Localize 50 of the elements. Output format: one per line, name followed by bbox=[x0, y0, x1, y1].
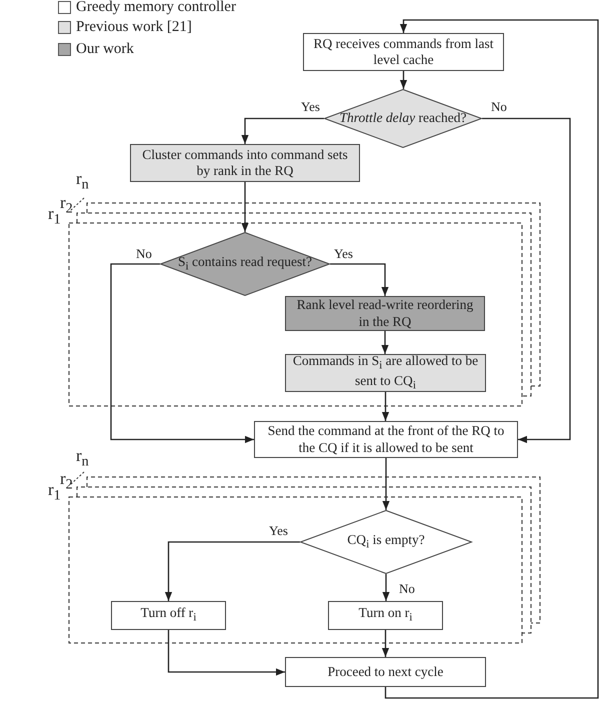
node-text: Proceed to next cycle bbox=[328, 664, 444, 680]
legend-text: Greedy memory controller bbox=[76, 0, 236, 15]
arrow bbox=[382, 574, 390, 601]
arrow bbox=[330, 263, 389, 296]
arrow bbox=[110, 263, 254, 444]
process-box bbox=[303, 33, 504, 71]
rank-label: r$_{1}$ bbox=[48, 205, 61, 227]
node-text: CQ$_{i}$ is empty? bbox=[347, 532, 425, 552]
node-text: S$_{i}$ contains read request? bbox=[178, 254, 312, 274]
rank-label: r$_{n}$ bbox=[76, 447, 89, 469]
edge-label: Yes bbox=[300, 100, 321, 114]
arrow bbox=[382, 458, 390, 510]
edge-label: No bbox=[135, 247, 153, 262]
arrow bbox=[384, 19, 599, 699]
legend-text: Our work bbox=[76, 42, 134, 57]
arrow bbox=[241, 182, 249, 232]
edge-label: Yes bbox=[268, 524, 289, 538]
rank-label: r$_{2}$ bbox=[60, 194, 73, 216]
node-text: Send the command at the front of the RQ to the CQ if it is allowed to be sent bbox=[266, 423, 506, 456]
decision-diamond bbox=[160, 232, 330, 296]
node-text: Throttle delay reached? bbox=[340, 110, 466, 127]
edge-label: Yes bbox=[333, 247, 354, 262]
node-text: Turn off r$_{i}$ bbox=[140, 605, 196, 626]
process-box bbox=[254, 421, 518, 458]
arrow bbox=[482, 118, 571, 444]
rank-label: r$_{2}$ bbox=[60, 470, 73, 492]
edge-label: No bbox=[398, 582, 416, 596]
arrow bbox=[382, 392, 390, 421]
decision-diamond bbox=[300, 510, 472, 574]
arrow bbox=[241, 118, 324, 144]
process-box bbox=[111, 601, 226, 630]
node-text: Turn on r$_{i}$ bbox=[358, 605, 412, 626]
process-box bbox=[285, 296, 485, 331]
legend-text: Previous work [21] bbox=[76, 20, 192, 35]
node-text: RQ receives commands from last level cache bbox=[312, 36, 494, 68]
edge-label: No bbox=[490, 100, 508, 114]
arrow bbox=[382, 630, 390, 657]
node-text: Commands in S$_{i}$ are allowed to be sent to CQ$_{i}$ bbox=[292, 352, 480, 394]
process-box bbox=[130, 144, 360, 182]
node-text: Cluster commands into command sets by rank in the RQ bbox=[141, 146, 349, 180]
arrow bbox=[381, 331, 389, 354]
process-box bbox=[328, 601, 443, 630]
rank-label: r$_{n}$ bbox=[76, 170, 89, 192]
process-box bbox=[285, 657, 486, 687]
node-text: Rank level read-write reordering in the RQ bbox=[296, 297, 474, 330]
decision-diamond bbox=[324, 89, 482, 148]
arrow bbox=[164, 541, 300, 601]
arrow bbox=[400, 71, 408, 89]
rank-label: r$_{1}$ bbox=[48, 481, 61, 503]
arrow bbox=[168, 630, 285, 676]
